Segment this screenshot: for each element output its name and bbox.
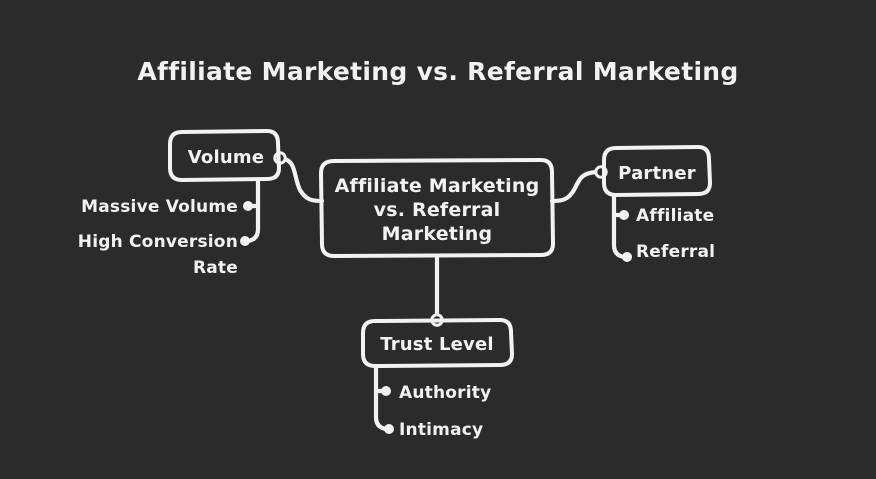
leaf-volume-2-line2[interactable]: Rate (193, 258, 238, 278)
page-title: Affiliate Marketing vs. Referral Marketi… (137, 57, 738, 86)
leaf-volume-1-line1[interactable]: Massive Volume (81, 197, 238, 217)
center-node-label-line2: vs. Referral (374, 199, 501, 221)
branch-node-trust-level-label: Trust Level (380, 334, 494, 355)
center-node-label-line1: Affiliate Marketing (335, 175, 540, 197)
branch-trust-level: Trust Level Authority Intimacy (361, 318, 514, 440)
connector-path-partner (549, 169, 599, 204)
branch-node-partner-label: Partner (618, 163, 696, 184)
connector-center-to-volume (273, 151, 325, 204)
leaf-partner-1-line1[interactable]: Affiliate (636, 206, 714, 226)
branch-volume-child-dot-1 (243, 201, 253, 211)
center-node-label-line3: Marketing (382, 223, 493, 245)
branch-partner-trunk (611, 192, 628, 260)
connector-center-to-partner (549, 165, 608, 204)
branch-trust-level-trunk (373, 363, 390, 432)
branch-trust-level-child-dot-2 (384, 424, 394, 434)
branch-partner-child-dot-2 (622, 252, 632, 262)
branch-node-partner-box (602, 145, 712, 197)
branch-node-volume[interactable]: Volume (168, 129, 281, 182)
branch-node-volume-box (168, 129, 281, 182)
branch-node-trust-level-box (361, 318, 514, 368)
branch-node-volume-label: Volume (188, 147, 264, 168)
branch-node-partner[interactable]: Partner (602, 145, 712, 197)
center-node-box (319, 158, 555, 258)
branch-partner-child-dot-1 (619, 210, 629, 220)
branch-volume: Volume Massive Volume High Conversion Ra… (78, 129, 281, 278)
branch-partner: Partner Affiliate Referral (602, 145, 715, 262)
leaf-volume-2-line1[interactable]: High Conversion (78, 232, 238, 252)
connector-center-to-trust-level (430, 253, 444, 327)
center-node[interactable]: Affiliate Marketing vs. Referral Marketi… (319, 158, 555, 258)
leaf-partner-2-line1[interactable]: Referral (636, 242, 715, 262)
leaf-trust-level-1-line1[interactable]: Authority (399, 383, 491, 403)
leaf-trust-level-2-line1[interactable]: Intimacy (399, 420, 483, 440)
branch-node-trust-level[interactable]: Trust Level (361, 318, 514, 368)
connector-path-volume (281, 156, 325, 204)
branch-volume-child-dot-2 (240, 236, 250, 246)
branch-trust-level-child-dot-1 (381, 386, 391, 396)
